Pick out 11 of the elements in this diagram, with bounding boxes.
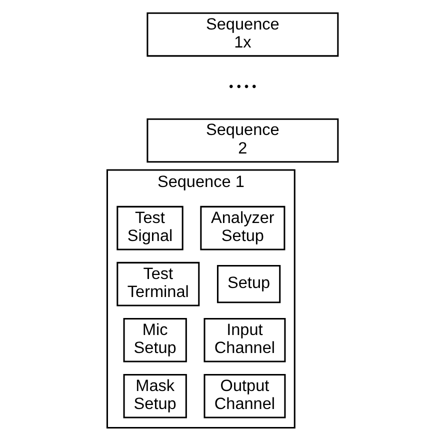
node-box: Output Channel	[203, 373, 286, 418]
label: • • • •	[228, 79, 256, 94]
node-box: Test Terminal	[116, 261, 200, 306]
node-box: Mic Setup	[122, 317, 186, 362]
node-box: Sequence 1x	[146, 12, 338, 56]
node-box: Test Signal	[116, 205, 183, 250]
node-box: Setup	[216, 264, 280, 303]
node-box: Input Channel	[203, 317, 286, 362]
node-box: Sequence 2	[146, 118, 338, 162]
node-box: Mask Setup	[122, 373, 186, 418]
node-box: Analyzer Setup	[200, 205, 285, 250]
